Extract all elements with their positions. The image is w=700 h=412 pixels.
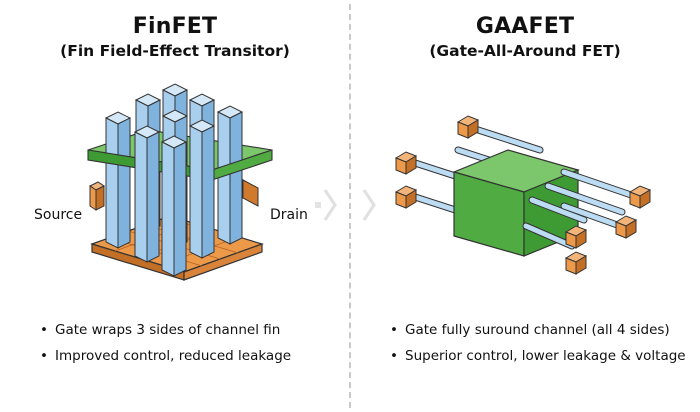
finfet-fins-front <box>133 119 216 277</box>
gaafet-bullet-1: Gate fully suround channel (all 4 sides) <box>405 322 670 338</box>
finfet-illustration <box>87 83 337 281</box>
finfet-bullet-2: Improved control, reduced leakage <box>55 348 292 364</box>
finfet-bullet-list: • Gate wraps 3 sides of channel fin • Impr… <box>40 321 291 373</box>
finfet-bullet-1: Gate wraps 3 sides of channel fin <box>55 322 281 338</box>
finfet-drain-label: Drain <box>270 207 308 223</box>
divider-arrow-left <box>315 189 337 221</box>
bullet-dot: • <box>390 322 398 338</box>
gaafet-title: GAAFET <box>475 14 575 39</box>
panel-divider <box>349 4 351 408</box>
finfet-panel: FinFET (Fin Field-Effect Transitor) <box>34 14 337 373</box>
finfet-source-label: Source <box>34 207 83 223</box>
list-item: • Gate fully suround channel (all 4 sides… <box>390 321 686 347</box>
gaafet-drain-contacts <box>564 185 652 275</box>
gaafet-bullet-2: Superior control, lower leakage & voltag… <box>405 348 686 364</box>
list-item: • Improved control, reduced leakage <box>40 347 291 373</box>
bullet-dot: • <box>390 348 398 364</box>
finfet-title: FinFET <box>132 14 218 39</box>
bullet-dot: • <box>40 322 48 338</box>
bullet-dot: • <box>40 348 48 364</box>
gaafet-illustration <box>362 115 652 275</box>
gaafet-bullet-list: • Gate fully suround channel (all 4 sides… <box>390 321 686 373</box>
gaafet-nanosheets-front <box>522 168 638 250</box>
finfet-subtitle: (Fin Field-Effect Transitor) <box>60 42 290 60</box>
gaafet-source-contacts <box>394 115 480 209</box>
gaafet-subtitle: (Gate-All-Around FET) <box>429 42 621 60</box>
list-item: • Gate wraps 3 sides of channel fin <box>40 321 291 347</box>
finfet-source-contact <box>89 181 105 211</box>
list-item: • Superior control, lower leakage & volta… <box>390 347 686 373</box>
divider-arrow-right <box>362 189 376 221</box>
gaafet-panel: GAAFET (Gate-All-Around FET) <box>350 0 700 412</box>
